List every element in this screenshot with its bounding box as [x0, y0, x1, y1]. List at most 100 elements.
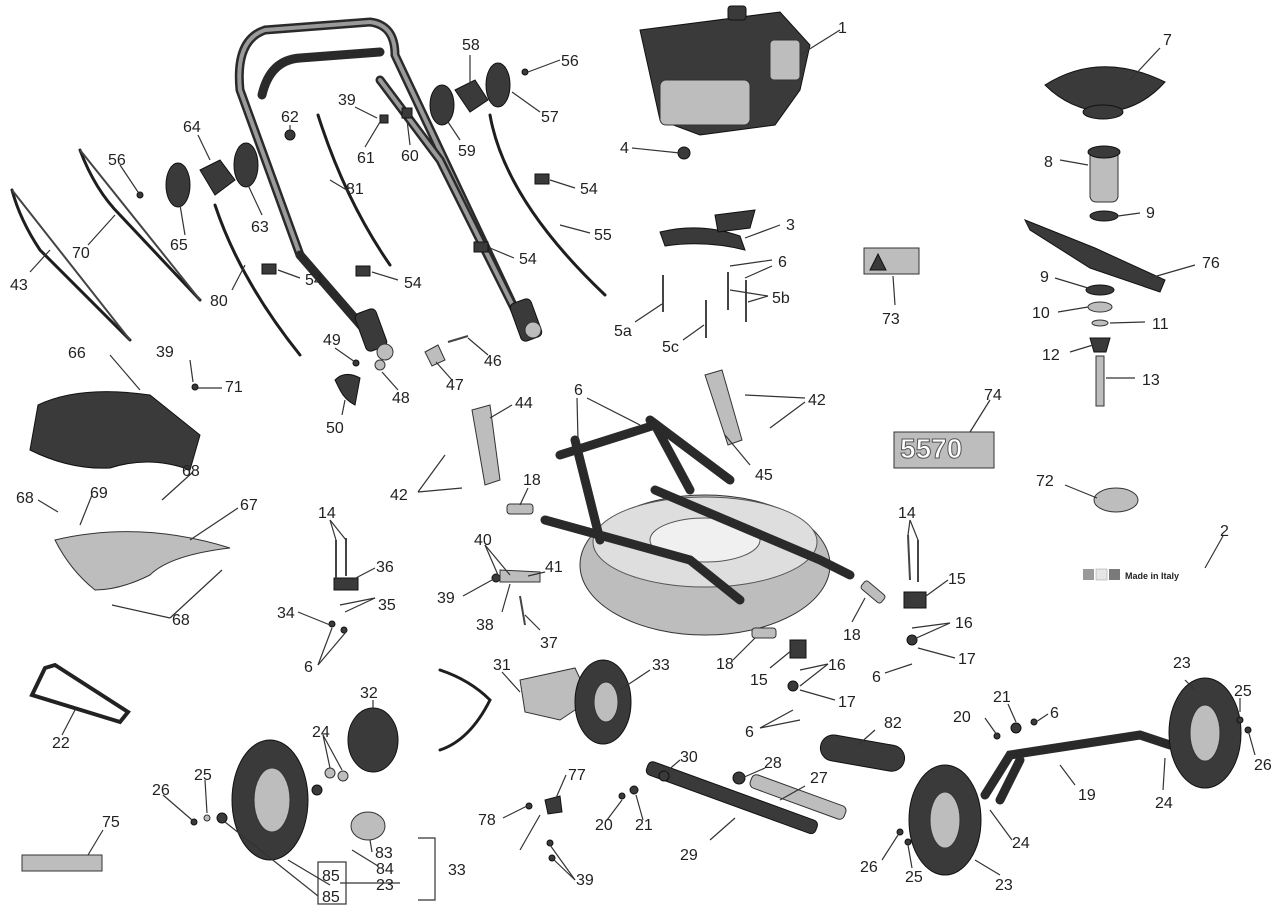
- part-label: 26: [1254, 757, 1272, 774]
- blade-adapter-7: [1044, 66, 1166, 113]
- part-label: 46: [484, 353, 502, 370]
- clip-54a: [261, 263, 277, 275]
- knob-63: [233, 142, 259, 188]
- part-28: [732, 771, 746, 785]
- blade-76: [1023, 219, 1166, 293]
- part-label: 80: [210, 293, 228, 310]
- part-label: 62: [281, 109, 299, 126]
- part-label: 54: [404, 275, 422, 292]
- made-in-italy-decal: Made in Italy: [1083, 568, 1179, 581]
- part-label: 54: [305, 272, 323, 289]
- part-label: 18: [843, 627, 861, 644]
- part-label: 78: [478, 812, 496, 829]
- part-label: 9: [1146, 205, 1155, 222]
- part-label: 50: [326, 420, 344, 437]
- lever-50: [334, 374, 361, 406]
- part-label: 74: [984, 387, 1002, 404]
- part-label: 70: [72, 245, 90, 262]
- cables: [10, 113, 607, 357]
- engine: [639, 5, 811, 160]
- part-label: 77: [568, 767, 586, 784]
- part-label: 22: [52, 735, 70, 752]
- part-label: 25: [1234, 683, 1252, 700]
- knob-65: [165, 162, 191, 208]
- made-in-italy-text: Made in Italy: [1125, 571, 1179, 581]
- washer-9b: [1085, 284, 1115, 296]
- deflector-67: [54, 531, 231, 591]
- handle-assembly: [234, 17, 543, 361]
- part-label: 68: [16, 490, 34, 507]
- part-label: 13: [1142, 372, 1160, 389]
- part-label: 64: [183, 119, 201, 136]
- part-label: 2: [1220, 523, 1229, 540]
- part-label: 60: [401, 148, 419, 165]
- part-label: 1: [838, 20, 847, 37]
- part-label: 27: [810, 770, 828, 787]
- handle-small-parts: [136, 62, 550, 406]
- part-label: 31: [493, 657, 511, 674]
- cable-55: [488, 113, 607, 297]
- part-label: 33: [448, 862, 466, 879]
- bar-29: [645, 761, 818, 835]
- part-label: 23: [376, 877, 394, 894]
- bracket-45: [704, 369, 743, 446]
- part-label: 25: [905, 869, 923, 886]
- leader-lines: [29, 29, 1256, 897]
- part-labels: 1 2 3 4 5a 5b 5c 6 6 6 6 6 6 7 8 9 9 10 …: [10, 20, 1272, 906]
- part-label: 21: [993, 689, 1011, 706]
- part-label: 26: [860, 859, 878, 876]
- part-label: 14: [318, 505, 336, 522]
- part-38: [499, 569, 541, 583]
- part-label: 30: [680, 749, 698, 766]
- part-label: 71: [225, 379, 243, 396]
- part-label: 39: [156, 344, 174, 361]
- part-label: 82: [884, 715, 902, 732]
- part-label: 20: [953, 709, 971, 726]
- part-label: 25: [194, 767, 212, 784]
- pin-18a: [506, 503, 534, 515]
- clip-54d: [534, 173, 550, 185]
- part-label: 24: [312, 724, 330, 741]
- part-label: 38: [476, 617, 494, 634]
- part-36: [333, 577, 359, 591]
- cable-70: [78, 148, 202, 302]
- part-label: 26: [152, 782, 170, 799]
- bracket-58: [454, 79, 489, 113]
- plate-32: [347, 707, 399, 773]
- part-label: 32: [360, 685, 378, 702]
- part-label: 23: [995, 877, 1013, 894]
- part-60: [401, 107, 413, 119]
- washer-9a: [1089, 210, 1119, 222]
- part-label: 47: [446, 377, 464, 394]
- part-label: 61: [357, 150, 375, 167]
- part-label: 85: [322, 868, 340, 885]
- part-label: 55: [594, 227, 612, 244]
- part-label: 24: [1012, 835, 1030, 852]
- spring-37: [519, 595, 526, 626]
- decal-75: [21, 854, 103, 872]
- part-label: 12: [1042, 347, 1060, 364]
- part-label: 5c: [662, 339, 679, 356]
- part-label: 57: [541, 109, 559, 126]
- part-label: 39: [576, 872, 594, 889]
- part-label: 6: [778, 254, 787, 271]
- part-label: 15: [750, 672, 768, 689]
- part-label: 36: [376, 559, 394, 576]
- part-label: 35: [378, 597, 396, 614]
- part-label: 37: [540, 635, 558, 652]
- part-label: 59: [458, 143, 476, 160]
- cable-43: [10, 188, 132, 342]
- part-label: 16: [828, 657, 846, 674]
- cap-83: [350, 811, 386, 841]
- group-bracket-33: [418, 837, 436, 901]
- front-axle: [525, 677, 1252, 876]
- clip-3: [659, 227, 746, 251]
- part-label: 19: [1078, 787, 1096, 804]
- part-label: 76: [1202, 255, 1220, 272]
- part-label: 33: [652, 657, 670, 674]
- model-decal-text: 5570: [900, 433, 962, 464]
- part-label: 18: [716, 656, 734, 673]
- part-label: 81: [346, 181, 364, 198]
- part-label: 42: [808, 392, 826, 409]
- part-label: 16: [955, 615, 973, 632]
